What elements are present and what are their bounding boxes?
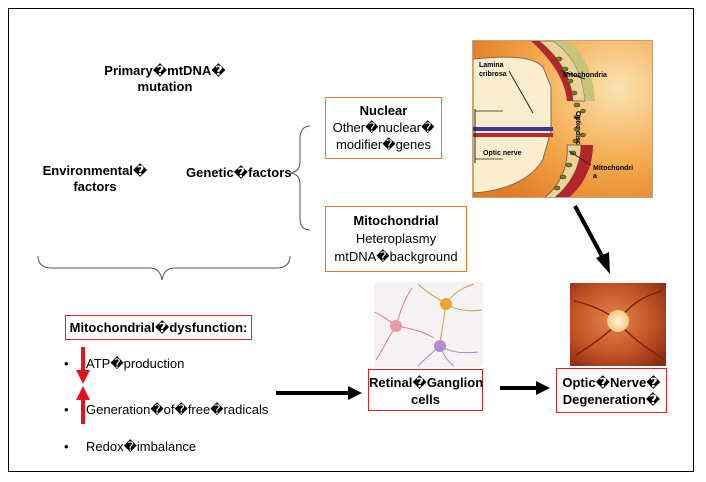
nuclear-line2: modifier�genes <box>336 137 431 152</box>
optic-nerve-label: Optic nerve <box>483 150 522 157</box>
genetic-factors-label: Genetic�factors <box>186 165 292 180</box>
fundus-svg <box>570 283 666 366</box>
nuclear-title: Nuclear <box>359 103 408 118</box>
nuclear-line1: Other�nuclear� <box>332 120 435 135</box>
retinal-ganglion-cells-box: Retinal�Ganglion cells <box>368 369 483 411</box>
environmental-factors-label: Environmental� factors <box>42 163 148 194</box>
arrow-diagram-to-fundus <box>573 205 605 259</box>
dysfunction-item-free-radicals: •Generation�of�free�radicals <box>64 402 269 417</box>
mitochondrial-line2: mtDNA�background <box>334 249 458 264</box>
red-arrow-down-head <box>76 370 90 384</box>
left-group-brace <box>37 255 291 281</box>
optic-disc-illustration: Lamina cribrosa Mitochondria Optic disc … <box>472 40 653 198</box>
dysfunction-item-atp: •ATP�production <box>64 356 185 371</box>
optic-disc-svg: Lamina cribrosa <box>473 41 652 197</box>
arrow-diagram-to-fundus-head <box>596 252 610 274</box>
mitochondria-bottom-label: Mitochondri a <box>593 165 634 180</box>
optic-nerve-degeneration-box: Optic�Nerve� Degeneration� <box>556 368 667 413</box>
fundus-photo <box>570 283 666 366</box>
neurons-svg <box>374 283 483 367</box>
mitochondrial-dysfunction-box: Mitochondrial�dysfunction: <box>65 315 252 340</box>
lamina-label-2: cribrosa <box>479 71 507 78</box>
lamina-label-1: Lamina <box>479 62 504 69</box>
retinal-ganglion-cells-illustration <box>374 282 483 367</box>
dysfunction-item-redox: •Redox�imbalance <box>64 439 197 454</box>
figure-frame <box>8 8 694 472</box>
arrow-to-ond-head <box>536 381 550 395</box>
mitochondrial-box: Mitochondrial Heteroplasmy mtDNA�backgro… <box>325 206 467 272</box>
nuclear-box: Nuclear Other�nuclear� modifier�genes <box>325 97 442 159</box>
mitochondrial-line1: Heteroplasmy <box>355 231 437 246</box>
mitochondria-top-label: Mitochondria <box>563 72 607 79</box>
primary-mtdna-mutation-label: Primary�mtDNA� mutation <box>104 63 226 94</box>
arrow-to-rgc-head <box>348 386 362 400</box>
red-arrow-up-head <box>76 386 90 400</box>
genetic-brace <box>289 125 311 231</box>
mitochondrial-title: Mitochondrial <box>353 213 439 228</box>
